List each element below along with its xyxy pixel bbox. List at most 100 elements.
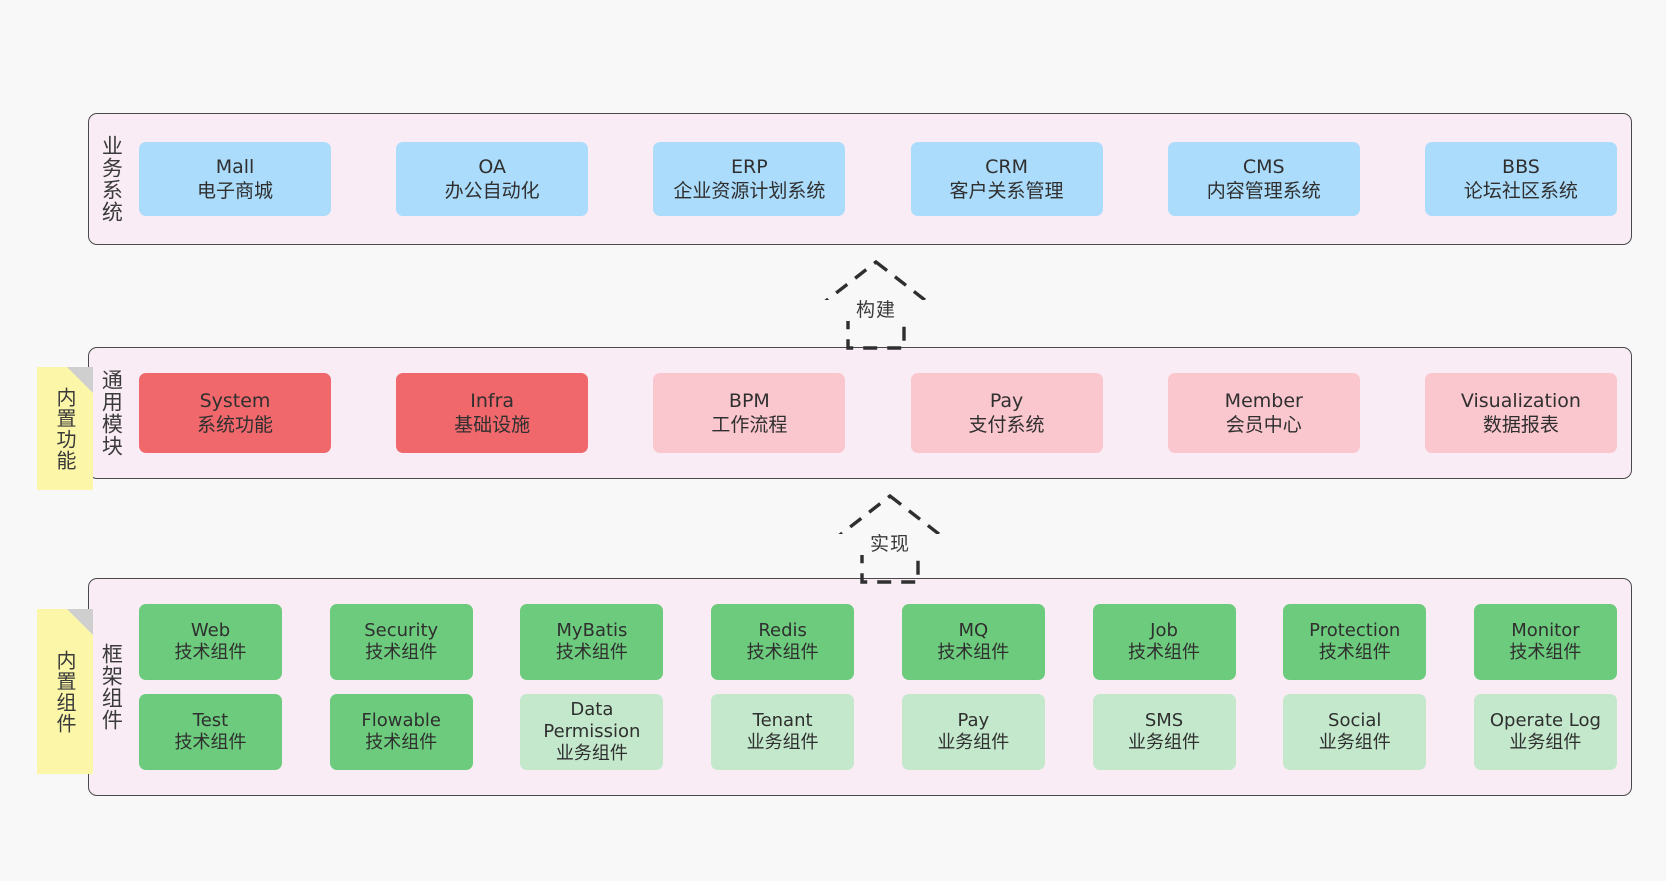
card-title: Test <box>192 709 229 731</box>
arrow-build-label: 构建 <box>800 300 952 321</box>
component-card-job[interactable]: Job 技术组件 <box>1092 604 1236 680</box>
arrow-build: 构建 <box>800 258 952 350</box>
component-card-mybatis[interactable]: MyBatis 技术组件 <box>520 604 664 680</box>
card-subtitle: 技术组件 <box>555 642 628 663</box>
business-card-crm[interactable]: CRM 客户关系管理 <box>910 142 1103 216</box>
card-subtitle: 会员中心 <box>1225 414 1302 436</box>
card-subtitle: 企业资源计划系统 <box>673 180 826 202</box>
card-title: Job <box>1150 619 1178 641</box>
card-subtitle: 技术组件 <box>1128 642 1201 663</box>
card-subtitle: 技术组件 <box>1509 642 1582 663</box>
layer-body-business: Mall 电子商城 OA 办公自动化 ERP 企业资源计划系统 CRM 客户关系… <box>133 114 1631 244</box>
note-builtin-function: 内置功能 <box>37 367 93 490</box>
layer-body-framework: Web 技术组件 Security 技术组件 MyBatis 技术组件 Redi… <box>133 579 1631 795</box>
card-title: Mall <box>215 155 255 178</box>
card-title: CRM <box>985 155 1028 178</box>
card-title: Redis <box>758 619 807 641</box>
module-card-pay[interactable]: Pay 支付系统 <box>910 373 1103 453</box>
card-subtitle: 业务组件 <box>555 743 628 765</box>
card-title: Monitor <box>1511 619 1580 641</box>
card-title: Member <box>1224 389 1303 412</box>
component-card-security[interactable]: Security 技术组件 <box>329 604 473 680</box>
layer-common-modules: 通用模块 System 系统功能 Infra 基础设施 BPM 工作流程 Pay <box>88 347 1632 479</box>
component-card-sms[interactable]: SMS 业务组件 <box>1092 694 1236 770</box>
component-card-mq[interactable]: MQ 技术组件 <box>901 604 1045 680</box>
component-card-monitor[interactable]: Monitor 技术组件 <box>1473 604 1617 680</box>
layer-title-framework: 框架组件 <box>99 643 124 731</box>
card-subtitle: 支付系统 <box>968 414 1045 436</box>
layer-framework-components: 框架组件 Web 技术组件 Security 技术组件 MyBatis 技术组件… <box>88 578 1632 796</box>
card-title: Social <box>1328 709 1382 731</box>
card-subtitle: 内容管理系统 <box>1206 180 1321 202</box>
component-card-web[interactable]: Web 技术组件 <box>139 604 282 680</box>
component-card-operate-log[interactable]: Operate Log 业务组件 <box>1473 694 1617 770</box>
component-card-data-permission[interactable]: Data Permission 业务组件 <box>520 694 664 770</box>
card-subtitle: 业务组件 <box>1318 732 1391 753</box>
card-title: Operate Log <box>1489 709 1601 731</box>
common-card-row: System 系统功能 Infra 基础设施 BPM 工作流程 Pay 支付系统… <box>139 373 1617 453</box>
card-subtitle: 系统功能 <box>196 414 273 436</box>
layer-title-business: 业务系统 <box>99 135 124 223</box>
note-label: 内置组件 <box>53 649 77 734</box>
card-title: BPM <box>728 389 770 412</box>
card-title: Web <box>190 619 231 641</box>
card-title: Infra <box>470 389 515 412</box>
business-card-row: Mall 电子商城 OA 办公自动化 ERP 企业资源计划系统 CRM 客户关系… <box>139 142 1617 216</box>
card-title: Pay <box>957 709 990 731</box>
card-subtitle: 工作流程 <box>711 414 788 436</box>
card-subtitle: 基础设施 <box>454 414 531 436</box>
card-title: SMS <box>1144 709 1184 731</box>
card-title: OA <box>478 155 506 178</box>
card-subtitle: 技术组件 <box>746 642 819 663</box>
card-subtitle: 技术组件 <box>937 642 1010 663</box>
card-title: MyBatis <box>556 619 628 641</box>
component-card-tenant[interactable]: Tenant 业务组件 <box>711 694 855 770</box>
module-card-system[interactable]: System 系统功能 <box>139 373 331 453</box>
note-builtin-component: 内置组件 <box>37 609 93 774</box>
component-card-test[interactable]: Test 技术组件 <box>139 694 282 770</box>
card-subtitle: 论坛社区系统 <box>1463 180 1578 202</box>
component-card-protection[interactable]: Protection 技术组件 <box>1283 604 1427 680</box>
business-card-mall[interactable]: Mall 电子商城 <box>139 142 331 216</box>
card-title: Visualization <box>1460 389 1581 412</box>
module-card-infra[interactable]: Infra 基础设施 <box>396 373 589 453</box>
card-subtitle: 数据报表 <box>1482 414 1559 436</box>
arrow-implement-label: 实现 <box>814 534 966 555</box>
card-subtitle: 技术组件 <box>365 642 438 663</box>
layer-title-common: 通用模块 <box>99 369 124 457</box>
component-card-redis[interactable]: Redis 技术组件 <box>711 604 855 680</box>
card-title: CMS <box>1242 155 1285 178</box>
card-subtitle: 技术组件 <box>1318 642 1391 663</box>
business-card-bbs[interactable]: BBS 论坛社区系统 <box>1424 142 1617 216</box>
card-title: BBS <box>1502 155 1540 178</box>
card-title: Protection <box>1309 619 1401 641</box>
card-subtitle: 业务组件 <box>1128 732 1201 753</box>
card-subtitle: 办公自动化 <box>444 180 540 202</box>
framework-card-row-2: Test 技术组件 Flowable 技术组件 Data Permission … <box>139 694 1617 770</box>
note-label: 内置功能 <box>53 386 77 471</box>
card-subtitle: 业务组件 <box>746 732 819 753</box>
card-title: ERP <box>731 155 768 178</box>
module-card-member[interactable]: Member 会员中心 <box>1167 373 1360 453</box>
framework-card-row-1: Web 技术组件 Security 技术组件 MyBatis 技术组件 Redi… <box>139 604 1617 680</box>
business-card-erp[interactable]: ERP 企业资源计划系统 <box>653 142 846 216</box>
business-card-oa[interactable]: OA 办公自动化 <box>396 142 589 216</box>
layer-business-systems: 业务系统 Mall 电子商城 OA 办公自动化 ERP 企业资源计划系统 CRM <box>88 113 1632 245</box>
module-card-visualization[interactable]: Visualization 数据报表 <box>1424 373 1617 453</box>
card-subtitle: 电子商城 <box>196 180 273 202</box>
card-title: Data Permission <box>543 698 641 742</box>
card-title: Pay <box>989 389 1024 412</box>
component-card-flowable[interactable]: Flowable 技术组件 <box>329 694 473 770</box>
business-card-cms[interactable]: CMS 内容管理系统 <box>1167 142 1360 216</box>
card-subtitle: 技术组件 <box>365 732 438 753</box>
card-subtitle: 技术组件 <box>174 732 247 753</box>
card-title: Flowable <box>361 709 442 731</box>
component-card-pay[interactable]: Pay 业务组件 <box>901 694 1045 770</box>
card-subtitle: 业务组件 <box>1509 732 1582 753</box>
module-card-bpm[interactable]: BPM 工作流程 <box>653 373 846 453</box>
card-subtitle: 技术组件 <box>174 642 247 663</box>
component-card-social[interactable]: Social 业务组件 <box>1283 694 1427 770</box>
card-title: Security <box>364 619 439 641</box>
card-title: Tenant <box>752 709 813 731</box>
